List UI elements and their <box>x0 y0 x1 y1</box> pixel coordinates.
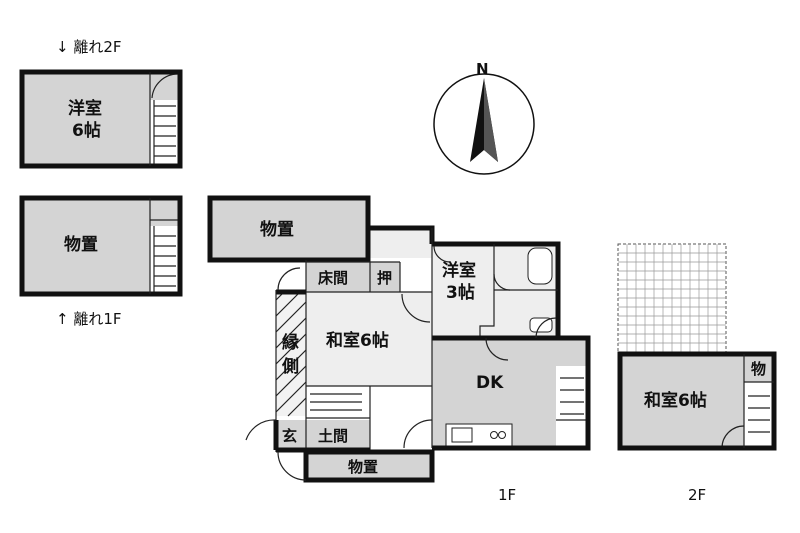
f1-storage-top: 物置 <box>260 219 294 240</box>
annex-1f <box>19 195 183 297</box>
f1-oshi: 押 <box>377 269 392 287</box>
f1-genkan: 玄 <box>282 427 297 445</box>
f1-youshitsu-line1: 洋室 <box>442 260 476 281</box>
annex-1f-storage: 物置 <box>64 234 98 255</box>
annex-2f <box>19 69 183 169</box>
f1-engawa-line2: 側 <box>281 356 299 377</box>
f2-caption: 2F <box>688 486 706 504</box>
floor2-plan <box>617 243 777 451</box>
f1-youshitsu-line2: 3帖 <box>446 282 475 303</box>
f1-yukama: 床間 <box>318 269 348 287</box>
f1-doma: 土間 <box>318 427 348 445</box>
floor1-plan <box>207 195 591 483</box>
f1-storage-bottom: 物置 <box>348 458 378 476</box>
f1-washitsu: 和室6帖 <box>326 330 389 351</box>
f2-storage: 物 <box>751 360 766 378</box>
f2-washitsu: 和室6帖 <box>644 390 707 411</box>
f1-caption: 1F <box>498 486 516 504</box>
compass-north: N <box>476 60 489 78</box>
f1-dk: DK <box>476 373 504 393</box>
annex-2f-room-line1: 洋室 <box>68 98 102 119</box>
annex-2f-room-line2: 6帖 <box>72 120 101 141</box>
f1-engawa-line1: 縁 <box>282 332 299 353</box>
compass <box>433 73 535 175</box>
annex-1f-caption: ↑ 離れ1F <box>56 310 122 328</box>
annex-2f-caption: ↓ 離れ2F <box>56 38 122 56</box>
